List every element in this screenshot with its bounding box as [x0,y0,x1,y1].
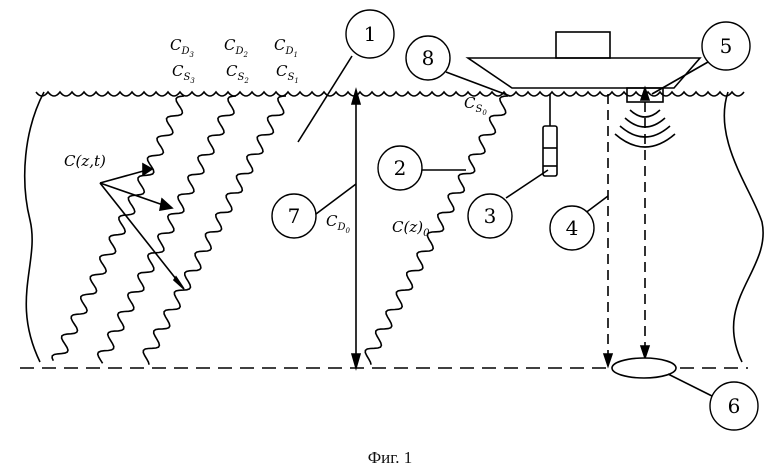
czt-arrow-2-head [160,199,172,210]
figure-caption: Фиг. 1 [0,448,780,468]
czt-arrow-3-head [174,277,184,289]
dashed-line-4-head [604,354,612,366]
label-cd1: CD1 [274,36,298,59]
probe-body [543,126,557,176]
vessel-cabin [556,32,610,58]
water-surface [36,92,744,96]
leader-7 [316,184,356,214]
label-cd0: CD0 [326,212,351,235]
callout-1: 1 [364,22,377,46]
depth-arrow-top-head [352,90,360,104]
callout-6: 6 [728,394,741,418]
label-cs2: CS2 [226,62,249,85]
sonar-beam-head [641,346,649,358]
label-cd3: CD3 [170,36,195,59]
label-cd2: CD2 [224,36,249,59]
callout-7: 7 [288,204,301,228]
sonar-beam-top-head [641,88,649,100]
leader-6 [668,374,712,396]
leader-5 [652,62,708,94]
label-czt: C(z,t) [64,152,106,170]
seabed-target [612,358,676,378]
right-boundary [724,92,763,362]
callout-5: 5 [720,34,733,58]
label-cs3: CS3 [172,62,195,85]
depth-arrow-bottom-head [352,354,360,368]
label-cz0: C(z)0 [392,218,430,239]
vessel-hull [468,58,700,88]
label-cs1: CS1 [276,62,299,85]
profile-czt-3 [52,96,184,361]
leader-4 [584,196,608,214]
callout-2: 2 [394,156,407,180]
callout-3: 3 [484,204,497,228]
callout-8: 8 [422,46,435,70]
leader-3 [506,170,548,198]
label-cs0: CS0 [464,94,487,117]
callout-4: 4 [566,216,579,240]
leader-1 [298,56,352,142]
left-boundary [25,92,44,362]
